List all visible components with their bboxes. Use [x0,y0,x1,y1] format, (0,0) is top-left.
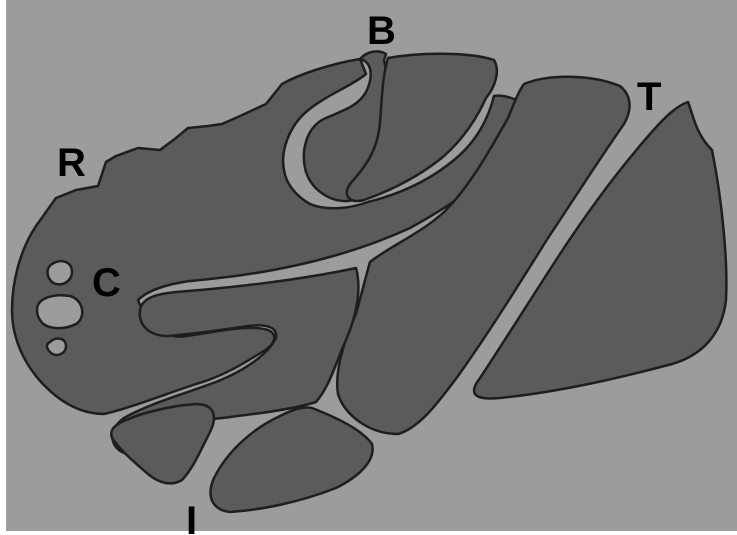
label-i: I [186,499,197,535]
label-c: C [92,261,121,305]
label-r: R [57,141,86,185]
label-b: B [367,9,396,53]
label-t: T [637,75,661,119]
